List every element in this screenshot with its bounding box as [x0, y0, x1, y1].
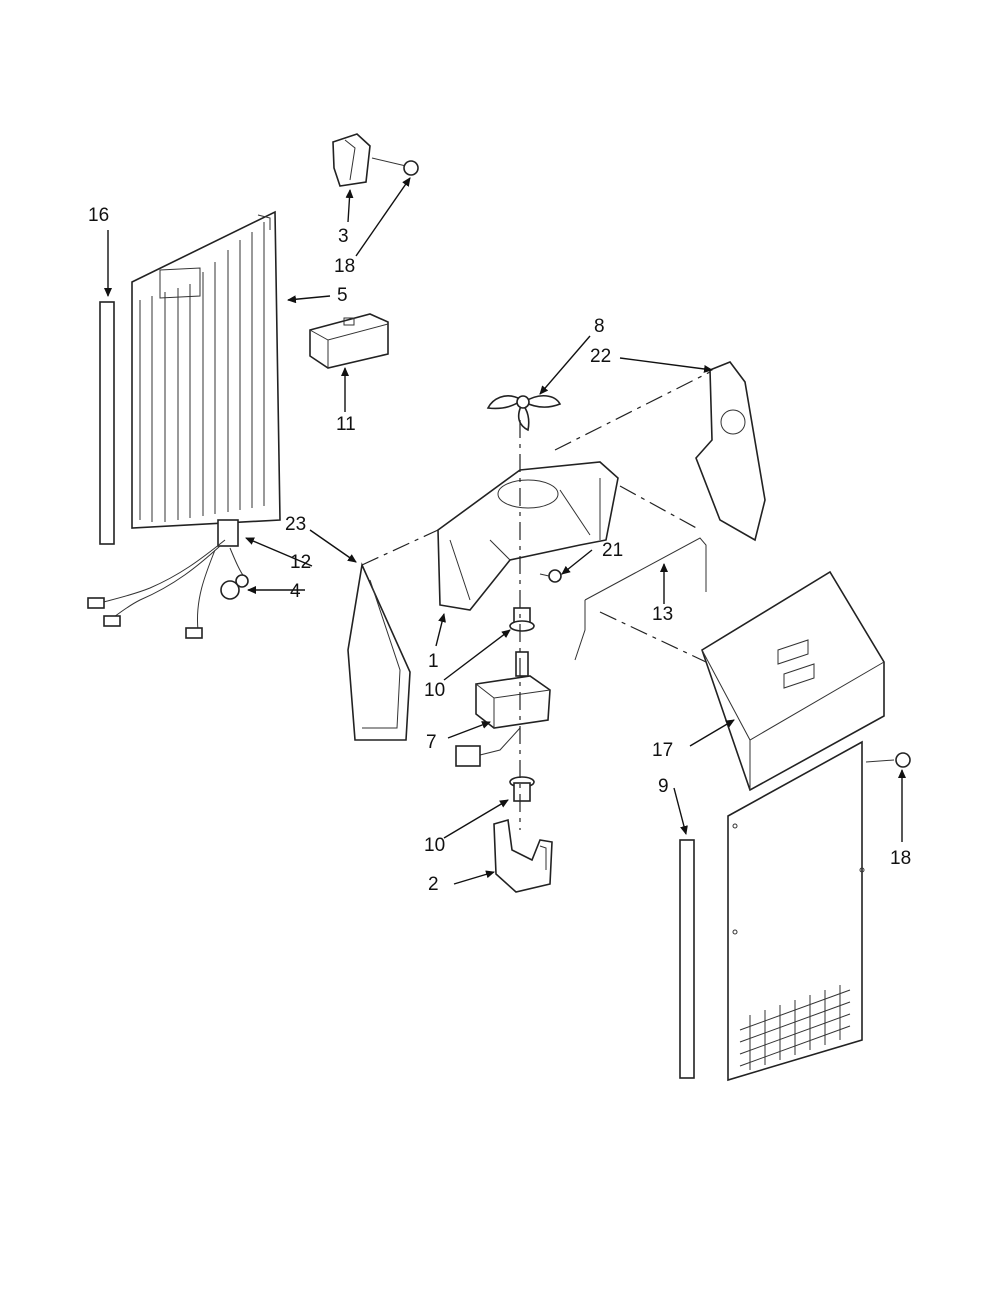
label-3: 3: [338, 226, 349, 247]
part-8-fan-blade: [486, 395, 562, 432]
label-16: 16: [88, 205, 109, 226]
part-18-screw-top: [371, 157, 419, 176]
part-5-rear-panel: [131, 210, 281, 529]
part-12-wire-harness: [87, 519, 249, 639]
part-10-bushing-upper: [509, 607, 535, 632]
part-9-gasket-strip: [679, 839, 695, 1079]
label-18-top: 18: [334, 256, 355, 277]
leader-lines: [104, 177, 906, 885]
label-12: 12: [290, 552, 311, 573]
part-16-gasket-strip: [99, 301, 115, 545]
label-8: 8: [594, 316, 605, 337]
label-13: 13: [652, 604, 673, 625]
label-17: 17: [652, 740, 673, 761]
part-2-motor-bracket: [493, 818, 553, 893]
label-10-lower: 10: [424, 835, 445, 856]
part-4-grommet: [220, 580, 240, 600]
part-7-motor: [455, 651, 551, 767]
label-2: 2: [428, 874, 439, 895]
label-22: 22: [590, 346, 611, 367]
part-10-bushing-lower: [509, 776, 535, 802]
label-10-upper: 10: [424, 680, 445, 701]
label-23: 23: [285, 514, 306, 535]
label-7: 7: [426, 732, 437, 753]
label-4: 4: [290, 581, 301, 602]
part-3-cap: [332, 133, 371, 187]
label-5: 5: [337, 285, 348, 306]
part-11-bracket: [309, 313, 389, 369]
label-1: 1: [428, 651, 439, 672]
label-21: 21: [602, 540, 623, 561]
part-22-side-panel-right: [695, 361, 766, 542]
label-11: 11: [336, 414, 356, 435]
part-23-side-panel-left: [347, 562, 411, 741]
label-18-right: 18: [890, 848, 911, 869]
part-13-rod: [574, 537, 707, 661]
part-17-evaporator-cover: [701, 570, 885, 1082]
part-18-screw-right: [865, 752, 911, 768]
part-21-screw: [539, 569, 562, 583]
label-9: 9: [658, 776, 669, 797]
part-1-fan-housing: [437, 461, 619, 611]
